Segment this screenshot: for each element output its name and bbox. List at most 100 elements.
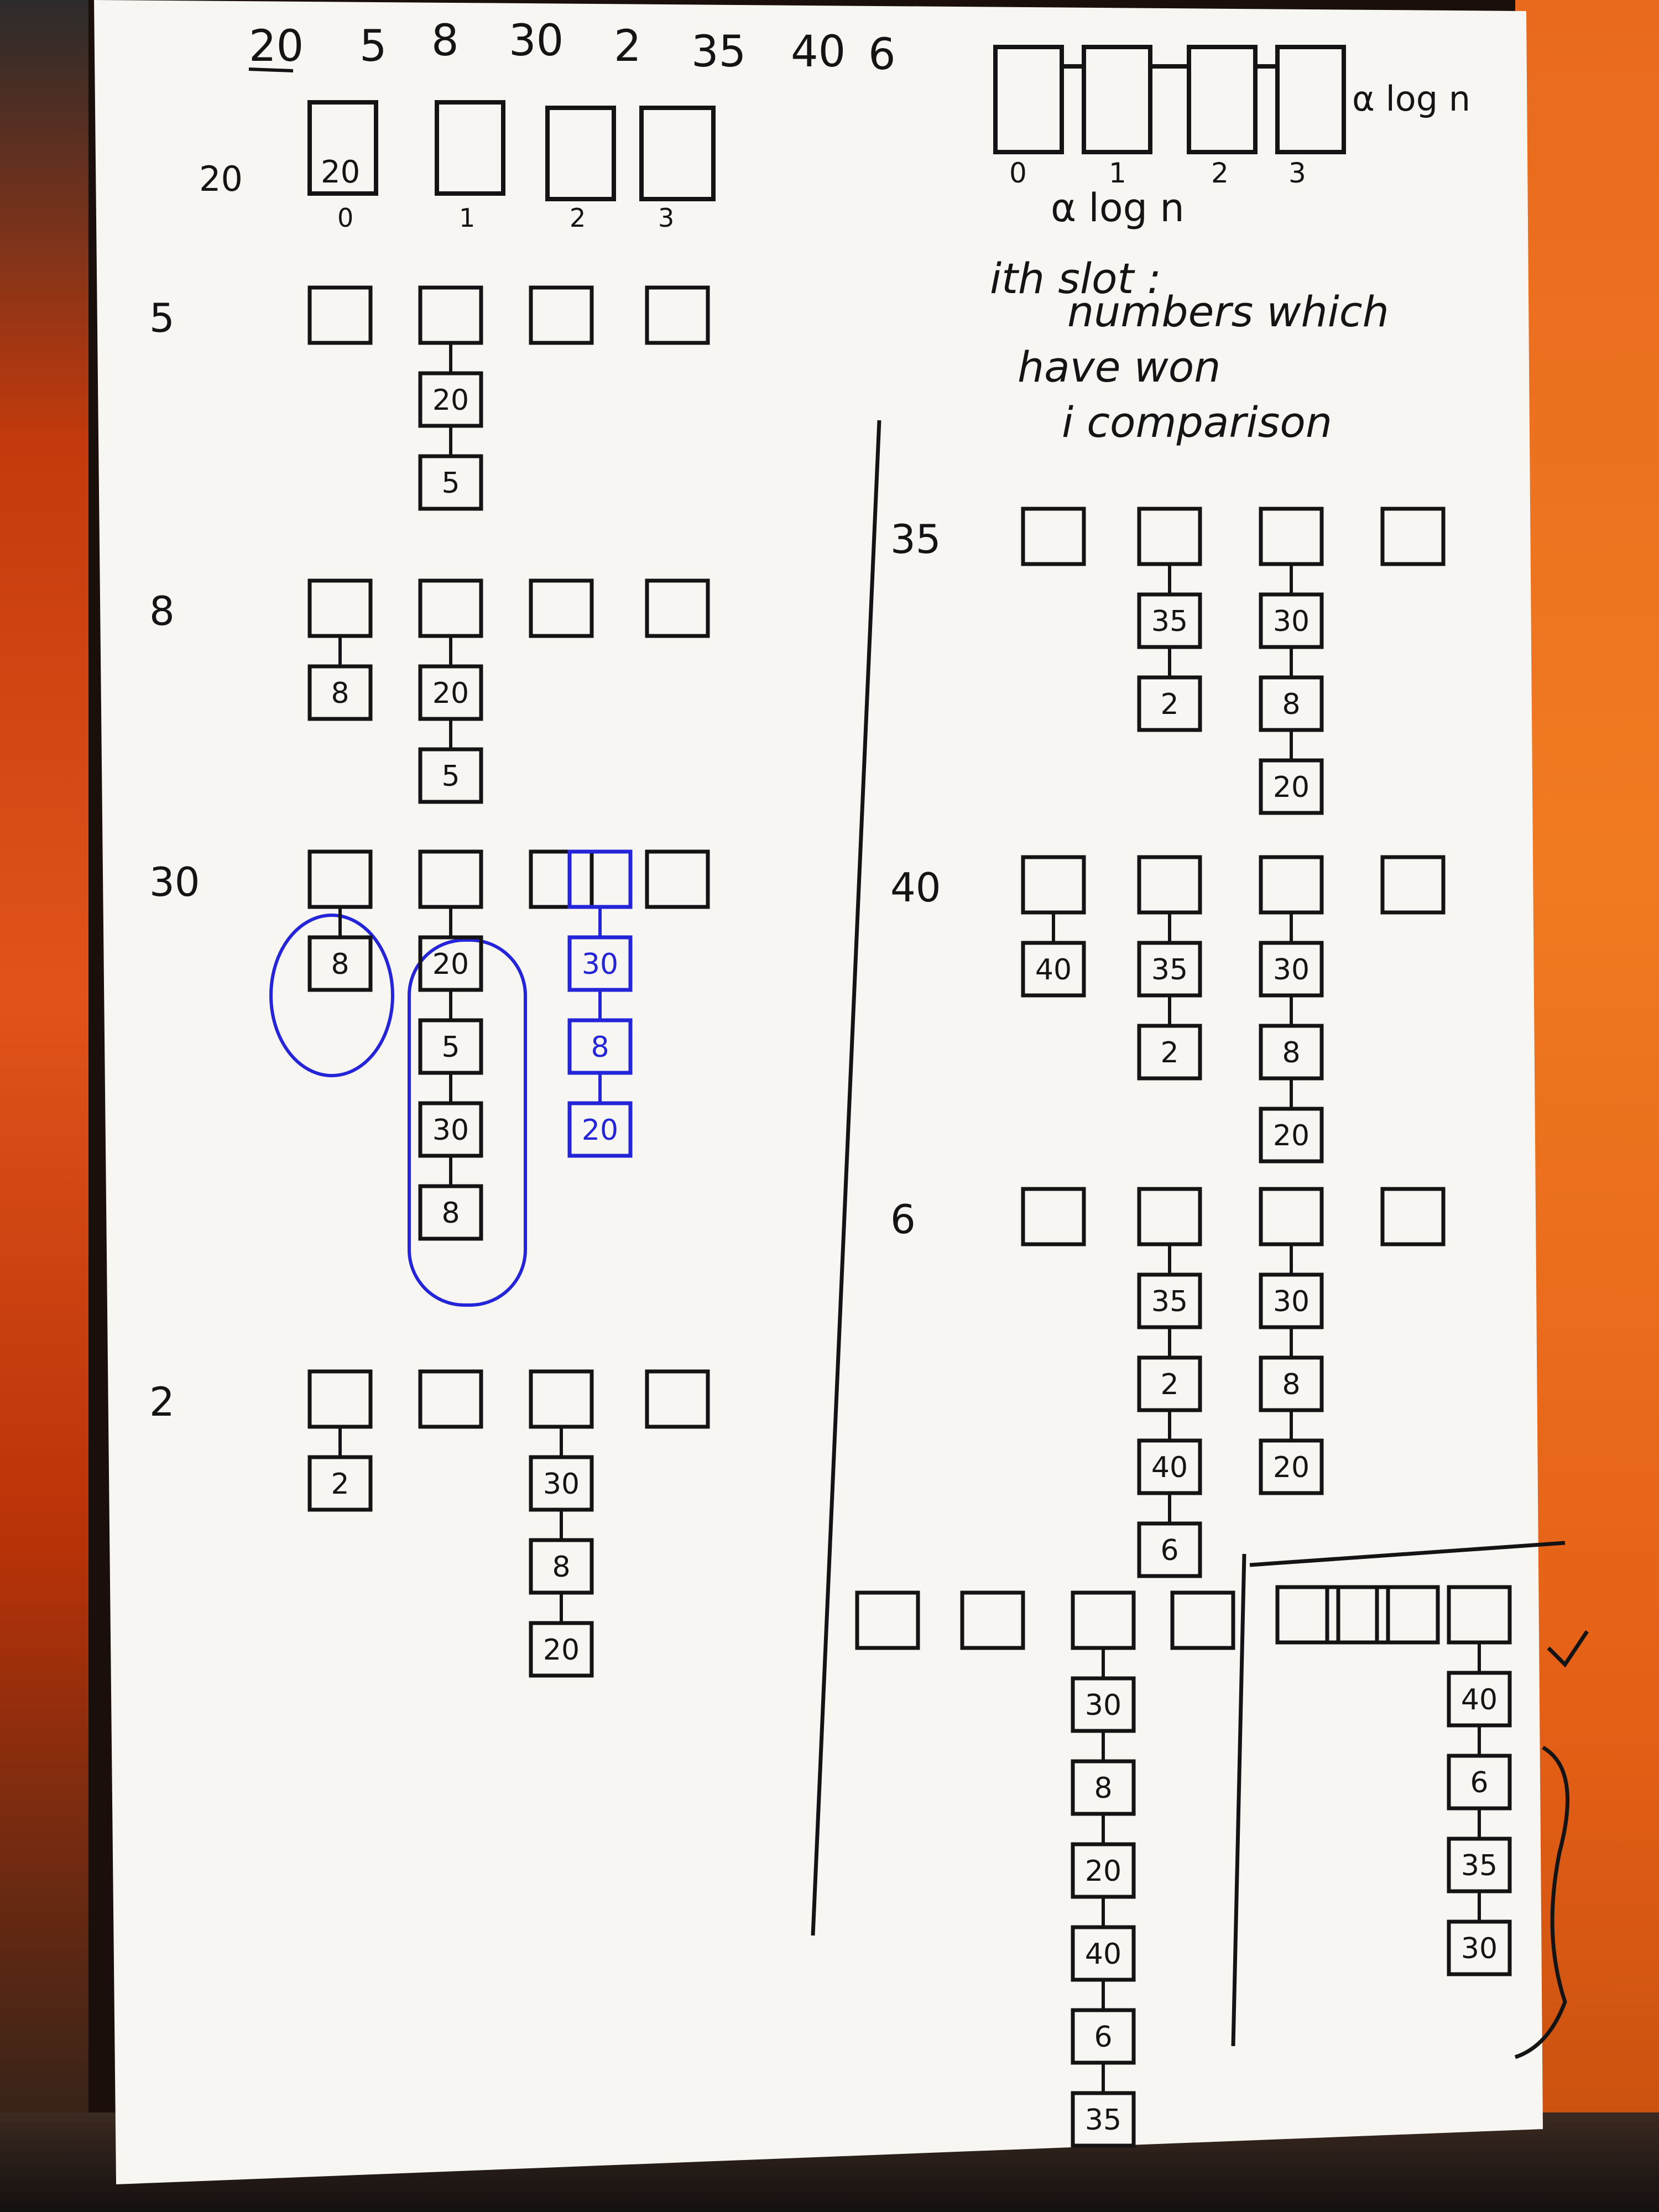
structure-diagram [993,45,1346,154]
node-value: 20 [432,677,469,710]
node-value: 8 [591,1031,609,1064]
node-box [567,1101,633,1158]
background-left [0,0,88,2212]
step-label: 8 [149,588,175,634]
slot-index: 1 [459,203,475,233]
slot-value: 20 [321,154,360,190]
node-value: 20 [432,948,469,981]
node-value: 8 [1282,688,1300,721]
node-value: 20 [432,384,469,417]
slot-index: 3 [658,203,674,233]
node-value: 8 [331,677,349,710]
node-box [418,1184,483,1241]
node-value: 35 [1151,605,1188,638]
node-value: 30 [1461,1932,1498,1965]
divider-line [811,420,881,1936]
slot-box [435,100,505,196]
slot-box [307,100,378,196]
header-number: 30 [509,16,564,66]
header-number: 2 [614,22,641,71]
final-slots-divider [1231,1553,1246,2047]
node-value: 20 [1085,1855,1121,1888]
node-value: 8 [552,1551,570,1584]
row-label: 20 [199,159,243,199]
node-value: 20 [1273,771,1310,804]
structure-index: 0 [1009,157,1027,189]
node-value: 30 [582,948,618,981]
node-value: 30 [432,1114,469,1147]
header-number: 6 [868,30,896,80]
node-value: 8 [441,1197,460,1230]
node-value: 20 [582,1114,618,1147]
structure-index: 1 [1109,157,1126,189]
structure-index: 2 [1211,157,1229,189]
node-value: 5 [441,467,460,500]
slot-box [645,578,710,638]
structure-size-label: α log n [1352,79,1470,119]
node-value: 30 [1273,605,1310,638]
slot-box [545,106,616,201]
node-value: 35 [1085,2104,1121,2137]
header-underline [248,67,294,72]
note-line: numbers which [1067,287,1389,336]
slot-box [645,285,710,345]
paper [94,0,1543,2184]
slot-box [645,849,710,909]
node-value: 5 [441,760,460,793]
node-value: 8 [1282,1368,1300,1401]
note-line: have won [1018,342,1220,392]
header-number: 8 [431,16,459,66]
check-mark [1547,1630,1589,1668]
merge-loop [269,914,394,1077]
node-value: 2 [1160,1368,1178,1401]
header-number: 35 [691,27,746,77]
header-number: 20 [249,22,304,71]
node-value: 5 [441,1031,460,1064]
slot-box [855,1590,920,1650]
node-box [307,664,373,721]
header-number: 40 [791,27,846,77]
node-value: 2 [1160,688,1178,721]
slot-box [1380,507,1446,566]
slot-box [1380,1187,1446,1246]
node-value: 6 [1160,1534,1178,1567]
step-label: 2 [149,1379,175,1425]
node-value: 30 [1085,1689,1121,1722]
step-row: 20 5 [307,285,710,511]
step-label: 40 [890,864,941,911]
slot-box [1021,507,1086,566]
node-box [1259,758,1324,815]
slot-box [1375,1585,1440,1645]
step-label: 30 [149,859,200,905]
node-value: 6 [1470,1766,1488,1799]
step-row: 8 20 5 30 8 [307,849,710,1241]
slot-box [1275,1585,1340,1645]
top-row-slots [307,100,716,201]
header-number: 5 [359,22,387,71]
step-label: 35 [890,516,941,562]
slot-box [307,285,373,345]
node-box [1259,1107,1324,1164]
slot-box [1021,1187,1086,1246]
node-value: 30 [1273,1285,1310,1318]
node-value: 40 [1151,1451,1188,1484]
merge-loop [408,938,527,1307]
slot-box [418,1369,483,1429]
node-value: 30 [543,1468,580,1501]
step-label: 5 [149,295,175,341]
slot-box [1380,855,1446,915]
node-value: 20 [1273,1119,1310,1152]
node-box [529,1621,594,1678]
node-value: 8 [331,948,349,981]
slot-index: 2 [570,203,586,233]
slot-box [1170,1590,1235,1650]
slot-index: 0 [337,203,353,233]
slot-box [645,1369,710,1429]
node-box [1021,941,1086,998]
